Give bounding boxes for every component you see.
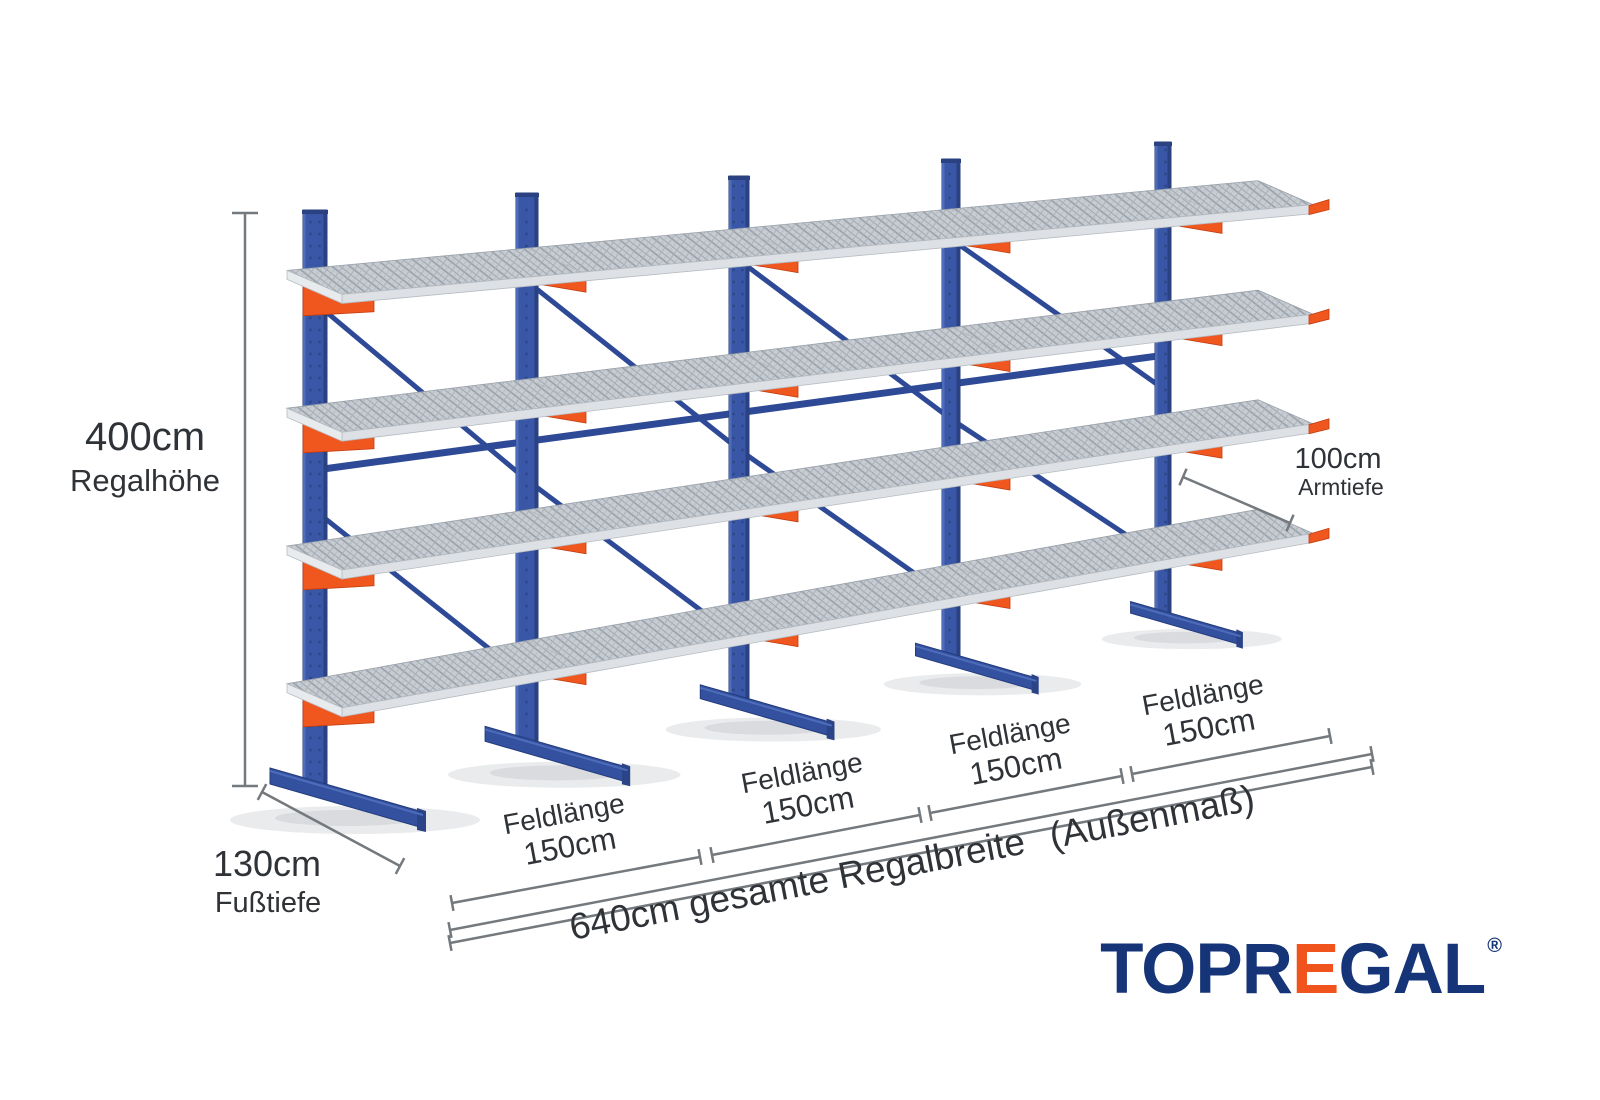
rack-feet	[269, 600, 1243, 832]
logo-accent-letter: E	[1292, 930, 1339, 1009]
rack-columns	[302, 141, 1172, 789]
foot-depth-caption-label: Fußtiefe	[214, 887, 322, 919]
arm-depth-value-label: 100cm	[1294, 443, 1382, 475]
rack-shelves	[285, 180, 1330, 728]
arm-depth-caption-label: Armtiefe	[1298, 474, 1384, 500]
height-caption-label: Regalhöhe	[70, 463, 220, 498]
dimension-lines	[232, 211, 1375, 952]
registered-mark-icon: ®	[1487, 935, 1502, 957]
logo-text-part2: GAL	[1338, 930, 1486, 1009]
height-value-label: 400cm	[84, 415, 206, 459]
foot-depth-value-label: 130cm	[212, 843, 322, 884]
logo-text-part1: TOPR	[1100, 930, 1293, 1009]
